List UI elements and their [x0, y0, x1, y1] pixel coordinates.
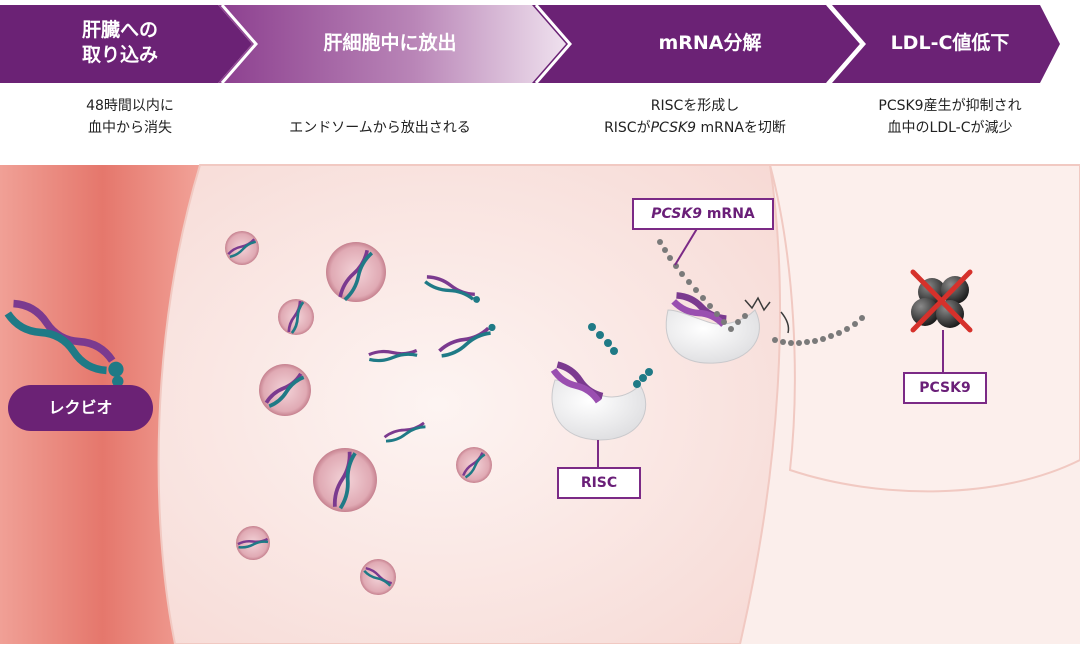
- desc-degradation-gene: PCSK9: [650, 120, 697, 136]
- banner-step-release: [218, 5, 574, 83]
- cleavage-mark: [744, 296, 771, 312]
- desc-degradation-post: mRNAを切断: [696, 120, 786, 136]
- risc-label: RISC: [557, 467, 641, 499]
- banner-divider: [220, 4, 258, 84]
- desc-degradation-line2: RISCがPCSK9 mRNAを切断: [545, 117, 845, 139]
- endosome: [313, 448, 377, 512]
- sirna-molecule: [264, 372, 305, 408]
- risc-complex-left: [550, 323, 653, 441]
- pcsk9-protein-crossed-icon: [910, 269, 973, 333]
- desc-release: エンドソームから放出される: [289, 120, 471, 136]
- sirna-molecule: [237, 537, 269, 549]
- banner-divider: [534, 4, 572, 84]
- endosome: [360, 559, 396, 595]
- banner-step-degradation: [532, 5, 860, 83]
- pcsk9-mrna-chain: [657, 239, 865, 346]
- endosome: [236, 526, 270, 560]
- sirna-molecule: [338, 249, 374, 302]
- sirna-molecule: [227, 238, 257, 259]
- desc-uptake: 48時間以内に 血中から消失: [20, 95, 240, 139]
- sirna-molecule: [368, 349, 418, 363]
- mrna-label: PCSK9 mRNA: [632, 198, 774, 230]
- desc-uptake-line2: 血中から消失: [88, 120, 172, 136]
- banner-divider: [826, 4, 864, 84]
- sirna-molecules: [4, 238, 496, 587]
- endosome: [278, 299, 314, 335]
- desc-degradation: RISCを形成し RISCがPCSK9 mRNAを切断: [545, 95, 845, 139]
- desc-ldl: PCSK9産生が抑制され 血中のLDL-Cが減少: [830, 95, 1070, 139]
- mrna-label-gene: PCSK9: [651, 206, 702, 222]
- banner-step-uptake: [0, 5, 252, 83]
- sirna-molecule: [424, 275, 480, 303]
- desc-degradation-line1: RISCを形成し: [650, 98, 740, 114]
- pcsk9-label: PCSK9: [903, 372, 987, 404]
- sirna-molecule: [332, 451, 357, 510]
- hepatocyte-right: [768, 164, 1080, 493]
- step-release-label: 肝細胞中に放出: [323, 32, 457, 54]
- step-ldl-label: LDL-C値低下: [890, 32, 1010, 54]
- mrna-label-post: mRNA: [701, 206, 755, 222]
- sirna-molecule: [438, 323, 496, 358]
- banner-step-ldl: [832, 5, 1060, 83]
- endosome: [456, 447, 492, 483]
- sirna-molecule: [363, 566, 393, 587]
- desc-ldl-line2: 血中のLDL-Cが減少: [887, 120, 1013, 136]
- process-banner: [0, 4, 1060, 84]
- sirna-molecule: [383, 421, 426, 443]
- desc-uptake-line1: 48時間以内に: [86, 98, 174, 114]
- desc-ldl-line1: PCSK9産生が抑制され: [878, 98, 1022, 114]
- step-uptake-line1: 肝臓への: [81, 19, 158, 41]
- endosome: [259, 364, 311, 416]
- endosome: [225, 231, 259, 265]
- mrna-connector: [674, 226, 699, 266]
- sirna-drug-molecule: [4, 299, 124, 388]
- step-uptake-line2: 取り込み: [81, 44, 158, 66]
- sirna-molecule: [462, 452, 486, 479]
- step-uptake-label: 肝臓への 取り込み: [30, 18, 210, 68]
- step-degradation-label: mRNA分解: [658, 32, 762, 54]
- cleavage-mark: [780, 311, 790, 334]
- sirna-molecule: [287, 300, 305, 334]
- drug-label-pill: レクビオ: [8, 385, 153, 431]
- desc-degradation-pre: RISCが: [604, 120, 651, 136]
